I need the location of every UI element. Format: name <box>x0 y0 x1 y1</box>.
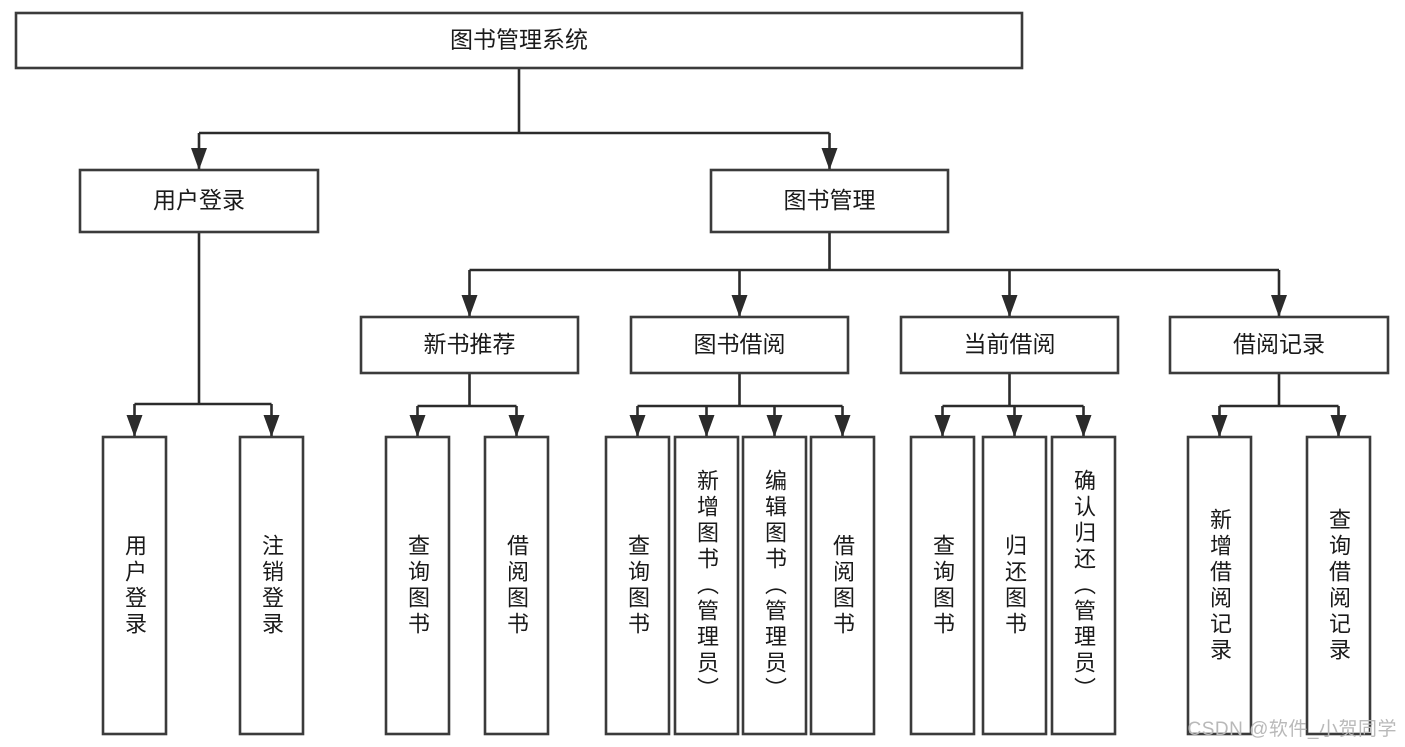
leaf-box[interactable] <box>101 435 168 736</box>
level3-label: 新书推荐 <box>424 331 516 357</box>
level2-label: 图书管理 <box>784 187 876 213</box>
arrow-head-icon <box>934 415 951 437</box>
level3-box[interactable] <box>899 315 1120 375</box>
root-box[interactable] <box>14 11 1024 70</box>
arrow-head-icon <box>1006 415 1023 437</box>
leaf-box[interactable] <box>741 435 808 736</box>
level2-label: 用户登录 <box>153 187 245 213</box>
arrow-head-icon <box>461 295 478 317</box>
csdn-watermark: CSDN @软件_小贺同学 <box>1187 719 1397 740</box>
arrow-head-icon <box>1075 415 1092 437</box>
level3-label: 当前借阅 <box>964 331 1056 357</box>
level2-box[interactable] <box>78 168 320 234</box>
arrow-head-icon <box>191 148 207 170</box>
level3-box[interactable] <box>359 315 580 375</box>
leaf-box[interactable] <box>1305 435 1372 736</box>
arrow-head-icon <box>126 415 143 437</box>
level3-box[interactable] <box>629 315 850 375</box>
arrow-head-icon <box>1330 415 1347 437</box>
root-label: 图书管理系统 <box>450 27 588 53</box>
level3-label: 借阅记录 <box>1233 331 1325 357</box>
leaf-box[interactable] <box>384 435 451 736</box>
arrow-head-icon <box>834 415 851 437</box>
leaf-box[interactable] <box>604 435 671 736</box>
boxes-layer <box>14 11 1390 736</box>
leaf-box[interactable] <box>909 435 976 736</box>
leaf-box[interactable] <box>809 435 876 736</box>
connectors-layer <box>126 68 1347 437</box>
arrow-head-icon <box>821 148 838 170</box>
leaf-box[interactable] <box>1186 435 1253 736</box>
arrow-head-icon <box>731 295 748 317</box>
arrow-head-icon <box>409 415 426 437</box>
leaf-box[interactable] <box>238 435 305 736</box>
arrow-head-icon <box>1001 295 1018 317</box>
arrow-head-icon <box>698 415 715 437</box>
arrow-head-icon <box>508 415 525 437</box>
level2-box[interactable] <box>709 168 950 234</box>
arrow-head-icon <box>1211 415 1228 437</box>
arrow-head-icon <box>766 415 783 437</box>
arrow-head-icon <box>263 415 280 437</box>
leaf-box[interactable] <box>981 435 1048 736</box>
level3-label: 图书借阅 <box>694 331 786 357</box>
arrow-head-icon <box>629 415 646 437</box>
leaf-box[interactable] <box>1050 435 1117 736</box>
arrow-head-icon <box>1271 295 1287 317</box>
leaf-box[interactable] <box>673 435 740 736</box>
leaf-box[interactable] <box>483 435 550 736</box>
level3-box[interactable] <box>1168 315 1390 375</box>
